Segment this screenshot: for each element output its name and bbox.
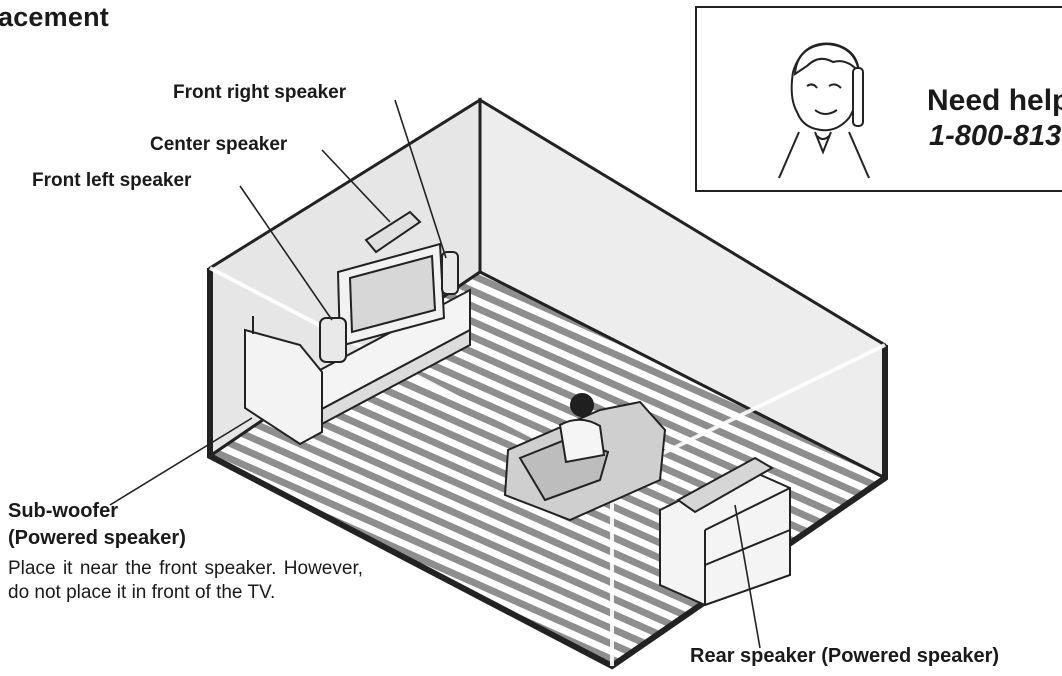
rear-speaker-label: Rear speaker (Powered speaker) (690, 645, 999, 668)
person-on-phone-icon (763, 32, 883, 182)
front-left-speaker (320, 318, 346, 362)
front-left-speaker-label: Front left speaker (32, 170, 191, 192)
help-phone: 1-800-813 (929, 120, 1061, 153)
person-body (560, 420, 604, 462)
subwoofer-label: Sub-woofer (8, 500, 118, 523)
front-right-speaker-label: Front right speaker (173, 82, 346, 104)
help-box: Need help 1-800-813 (695, 6, 1062, 192)
person-head (570, 393, 594, 417)
help-text: Need help (927, 84, 1062, 118)
subwoofer-note: Place it near the front speaker. However… (8, 557, 363, 605)
front-right-speaker (442, 252, 458, 294)
center-speaker-label: Center speaker (150, 134, 287, 156)
subwoofer-type-label: (Powered speaker) (8, 527, 186, 550)
